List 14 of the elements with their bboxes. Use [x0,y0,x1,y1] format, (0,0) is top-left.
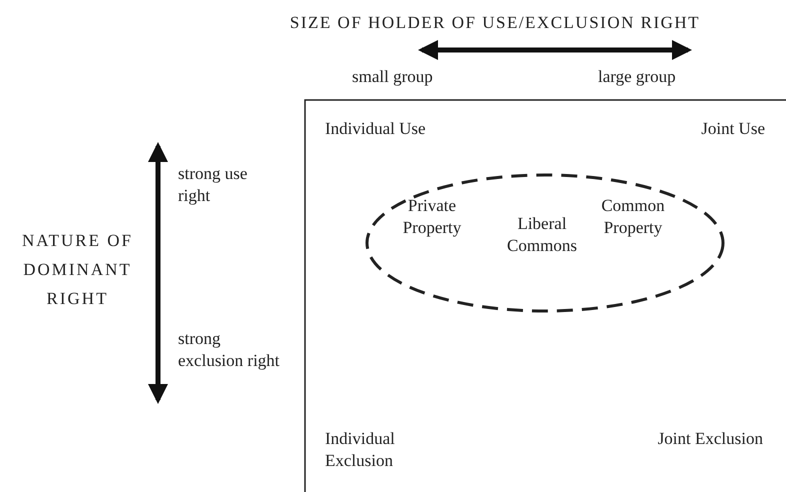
axis-title: SIZE OF HOLDER OF USE/EXCLUSION RIGHT [288,12,702,34]
quadrant-label: Individual Exclusion [325,428,396,472]
ellipse-label: Private Property [402,195,462,239]
axis-end-label: small group [352,66,434,88]
ellipse-label: Common Property [600,195,666,239]
dashed-ellipse [365,173,725,313]
axis-title: NATURE OF DOMINANT RIGHT [20,230,134,310]
ellipse-label: Liberal Commons [506,213,578,257]
quadrant-label: Joint Use [700,118,765,140]
axis-end-label: strong exclusion right [178,328,281,372]
quadrant-label: Joint Exclusion [656,428,763,450]
quadrant-label: Individual Use [325,118,427,140]
axis-end-label: strong use right [178,163,248,207]
axis-end-label: large group [598,66,677,88]
